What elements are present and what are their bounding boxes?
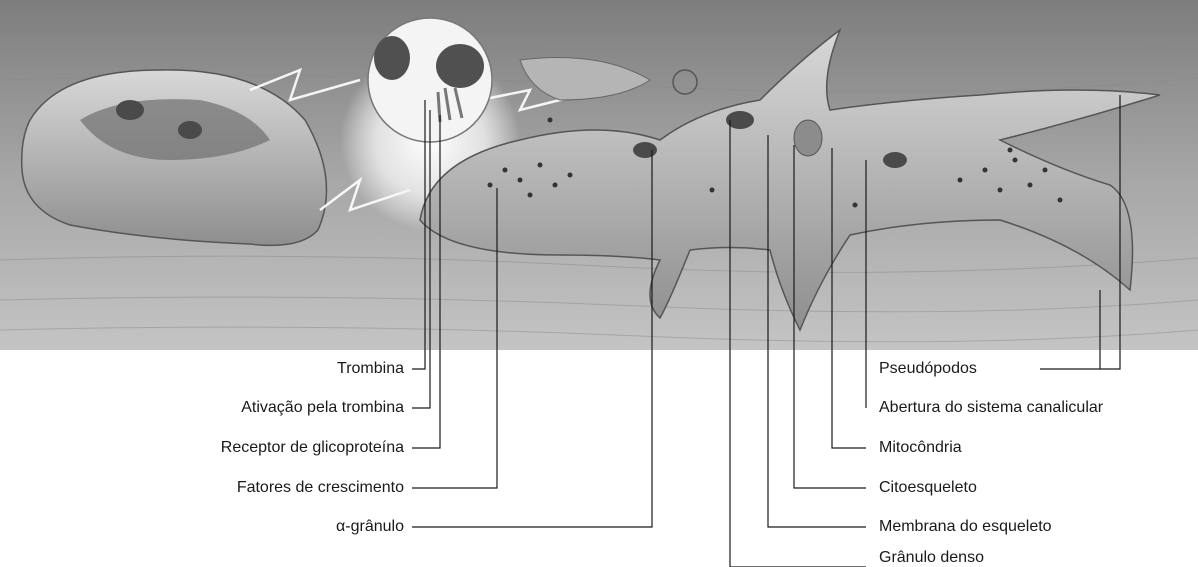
label-granulo-denso: Grânulo denso (879, 549, 984, 567)
label-alfa-granulo: α-grânulo (336, 518, 404, 536)
label-trombina: Trombina (337, 360, 404, 378)
label-fatores-crescimento: Fatores de crescimento (237, 479, 404, 497)
label-receptor-glicoproteina: Receptor de glicoproteína (221, 439, 404, 457)
label-membrana-esqueleto: Membrana do esqueleto (879, 518, 1052, 536)
label-mitocondria: Mitocôndria (879, 439, 962, 457)
label-abertura-canalicular: Abertura do sistema canalicular (879, 399, 1103, 417)
label-pseudopodos: Pseudópodos (879, 360, 977, 378)
label-citoesqueleto: Citoesqueleto (879, 479, 977, 497)
label-ativacao-trombina: Ativação pela trombina (241, 399, 404, 417)
